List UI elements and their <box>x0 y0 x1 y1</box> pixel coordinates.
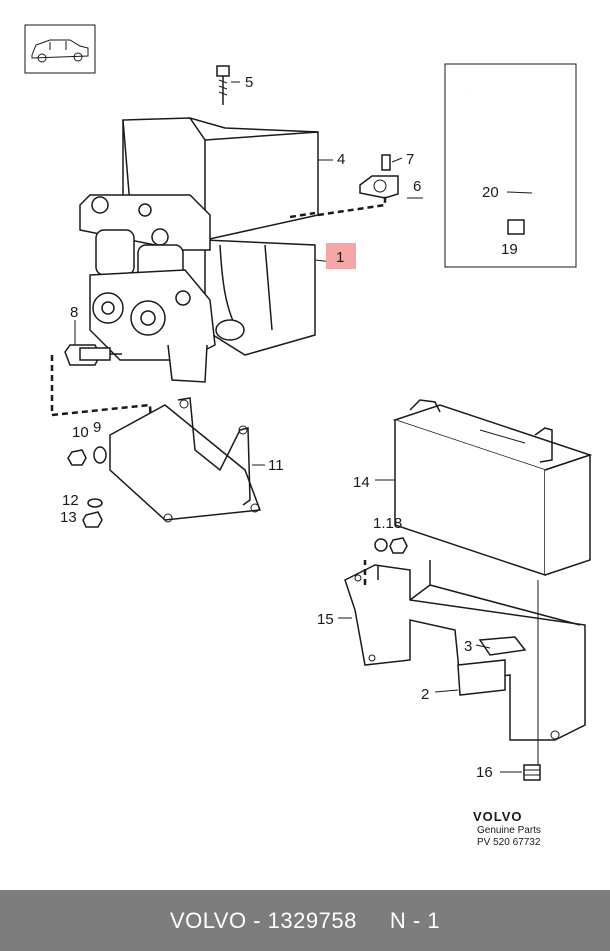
callout-1-highlight <box>326 243 356 269</box>
logo-subtitle: Genuine Parts <box>477 825 541 836</box>
footer-sep-1: - <box>246 907 268 933</box>
fasteners-part <box>67 446 107 528</box>
mount-bolt-part <box>64 320 122 366</box>
battery-part <box>375 399 593 577</box>
battery-tray-part <box>338 560 586 741</box>
callout-13: 13 <box>60 509 77 526</box>
callout-15: 15 <box>317 611 334 628</box>
callout-14: 14 <box>353 474 370 491</box>
callout-2: 2 <box>421 686 429 703</box>
footer-bar: VOLVO - 1329758 N - 1 <box>0 890 610 951</box>
nut-part <box>389 537 408 554</box>
grommet-part <box>500 764 541 781</box>
callout-4: 4 <box>337 151 345 168</box>
clamp-bracket-part <box>359 154 403 199</box>
brake-pipe-inset <box>444 63 577 268</box>
callout-1: 1 <box>336 249 344 266</box>
callout-8: 8 <box>70 304 78 321</box>
logo-code: PV 520 67732 <box>477 837 541 848</box>
callout-6: 6 <box>413 178 421 195</box>
callout-3: 3 <box>464 638 472 655</box>
footer-gap <box>357 908 390 934</box>
abs-hydraulic-unit <box>79 117 319 383</box>
callout-19: 19 <box>501 241 518 258</box>
logo-brand: VOLVO <box>473 809 523 824</box>
washer-part <box>374 538 388 552</box>
callout-16: 16 <box>476 764 493 781</box>
callout-10: 10 <box>72 424 89 441</box>
footer-part-number: 1329758 <box>267 907 357 933</box>
callout-11: 11 <box>268 457 284 474</box>
footer-position: N - 1 <box>389 907 441 933</box>
car-thumbnail-icon <box>24 24 96 74</box>
callout-5: 5 <box>245 74 253 91</box>
bolt-part <box>216 65 240 105</box>
clip-parts <box>434 580 539 765</box>
parts-diagram: 5 4 7 6 1 20 19 8 10 9 11 12 13 14 1.18 … <box>24 24 593 848</box>
callout-20: 20 <box>482 184 499 201</box>
footer-brand: VOLVO <box>169 907 247 933</box>
callout-12: 12 <box>62 492 79 509</box>
callout-17-18: 1.18 <box>373 515 402 532</box>
mounting-bracket-part <box>109 397 265 523</box>
callout-9: 9 <box>93 419 101 436</box>
callout-7: 7 <box>406 151 414 168</box>
